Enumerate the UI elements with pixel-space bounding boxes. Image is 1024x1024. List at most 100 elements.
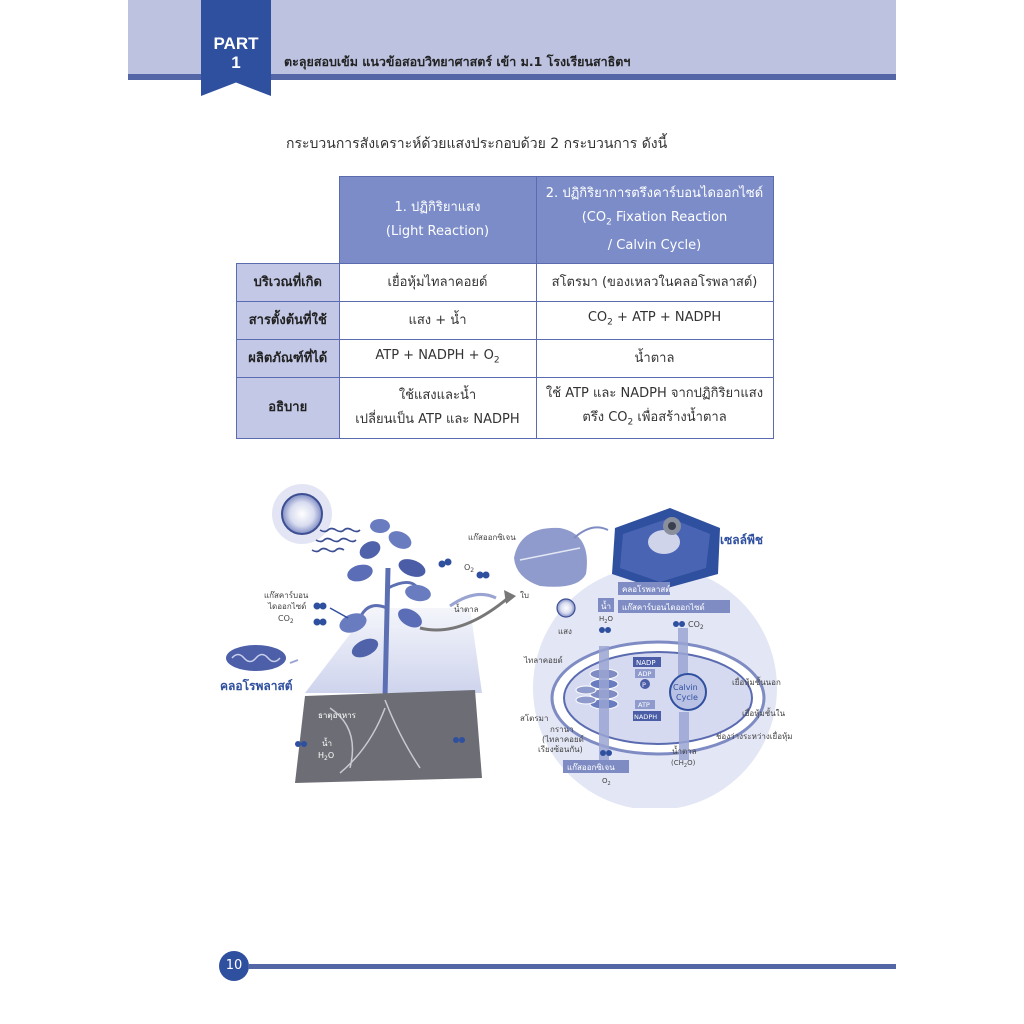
nadph-tag xyxy=(633,711,661,721)
cell-light-products: ATP + NADPH + O2 xyxy=(338,339,537,378)
part-label: PART xyxy=(213,34,259,53)
cell-co2-tag xyxy=(618,600,730,613)
plant-icon xyxy=(339,519,431,699)
calvin-label-line2: Cycle xyxy=(676,693,698,702)
column-header-calvin-cycle: 2. ปฏิกิริยาการตรึงคาร์บอนไดออกไซด์ (CO2… xyxy=(535,176,774,264)
water-top-label: น้ำ xyxy=(601,600,611,611)
nadp-label: NADP xyxy=(636,659,656,667)
stroma-label: สโตรมา xyxy=(520,713,548,723)
leaf-label: ใบ xyxy=(520,591,529,600)
part-number: 1 xyxy=(231,53,241,72)
soil-block xyxy=(295,690,482,783)
thylakoid-label: ไทลาคอยด์ xyxy=(523,655,563,665)
calvin-label-line1: Calvin xyxy=(673,683,698,692)
calvin-cycle-icon xyxy=(669,673,707,711)
photosynthesis-diagram: แก๊สออกซิเจน O2 แก๊สคาร์บอน ไดออกไซด์ CO… xyxy=(220,484,793,808)
granum-label-line2: (ไทลาคอยด์ xyxy=(542,734,584,744)
atp-label: ATP xyxy=(638,701,650,709)
photosynthesis-table: 1. ปฏิกิริยาแสง (Light Reaction) 2. ปฏิก… xyxy=(236,176,774,439)
leaf-to-cell-arrow xyxy=(449,592,497,608)
footer-rule xyxy=(248,964,896,969)
table-row: บริเวณที่เกิด เยื่อหุ้มไทลาคอยด์ สโตรมา … xyxy=(236,263,774,302)
cell-light-reactants: แสง + น้ำ xyxy=(338,301,537,340)
adp-tag xyxy=(635,669,655,678)
light-beam xyxy=(305,608,482,693)
small-sun-icon xyxy=(556,598,576,618)
sugar-out-label: น้ำตาล xyxy=(672,745,697,756)
oxygen-out-formula: O2 xyxy=(602,777,611,787)
oxygen-out-molecule-icon xyxy=(600,750,612,756)
nutrient-label: ธาตุอาหาร xyxy=(318,711,357,720)
cell-calvin-explanation: ใช้ ATP และ NADPH จากปฏิกิริยาแสง ตรึง C… xyxy=(535,377,774,439)
co2-formula: CO2 xyxy=(278,614,294,625)
table-row: ผลิตภัณฑ์ที่ได้ ATP + NADPH + O2 น้ำตาล xyxy=(236,339,774,378)
phosphate-icon xyxy=(640,679,650,689)
header-rule xyxy=(128,74,896,80)
plant-cell-label: เซลล์พืช xyxy=(720,533,763,547)
cell-chloroplast-tag xyxy=(618,582,670,595)
row-header-reactants: สารตั้งต้นที่ใช้ xyxy=(236,301,340,340)
nadp-tag xyxy=(633,657,661,667)
inner-membrane-label: เยื่อหุ้มชั้นใน xyxy=(742,707,786,718)
row-header-explanation: อธิบาย xyxy=(236,377,340,439)
oxygen-out-tag xyxy=(563,760,629,773)
table-row: อธิบาย ใช้แสงและน้ำ เปลี่ยนเป็น ATP และ … xyxy=(236,377,774,439)
oxygen-output-arrow xyxy=(599,720,609,760)
p-label: P xyxy=(642,681,646,689)
row-header-products: ผลิตภัณฑ์ที่ได้ xyxy=(236,339,340,378)
header-title: ตะลุยสอบเข้ม แนวข้อสอบวิทยาศาสตร์ เข้า ม… xyxy=(284,54,631,69)
cell-calvin-reactants: CO2 + ATP + NADPH xyxy=(535,301,774,340)
co2-label-line2: ไดออกไซด์ xyxy=(267,601,306,611)
plant-to-leaf-arrow xyxy=(419,596,509,632)
granum-label-line3: เรียงซ้อนกัน) xyxy=(538,745,583,754)
co2-input-arrow xyxy=(678,628,688,678)
co2-arrow xyxy=(329,607,349,619)
table-corner xyxy=(236,176,340,264)
chloroplast-icon xyxy=(226,645,286,671)
sugar-out-formula: (CH2O) xyxy=(671,759,696,769)
sun-icon xyxy=(272,484,332,544)
adp-label: ADP xyxy=(638,670,651,678)
water-input-arrow xyxy=(599,646,609,720)
cell-calvin-products: น้ำตาล xyxy=(535,339,774,378)
cell-co2-molecule-icon xyxy=(673,621,685,627)
water-label: น้ำ xyxy=(322,737,332,748)
outer-membrane-label: เยื่อหุ้มชั้นนอก xyxy=(732,676,781,687)
water-molecules-icon xyxy=(295,737,465,747)
granum-label-line1: กรานา xyxy=(550,725,574,734)
oxygen-out-label: แก๊สออกซิเจน xyxy=(567,762,615,772)
arrow-head-icon xyxy=(504,590,516,604)
oxygen-formula: O2 xyxy=(464,563,474,574)
water-formula: H2O xyxy=(318,751,334,762)
chloroplast-label: คลอโรพลาสต์ xyxy=(220,678,293,693)
row-header-location: บริเวณที่เกิด xyxy=(236,263,340,302)
part-tab: PART 1 xyxy=(201,0,271,96)
water-top-formula: H2O xyxy=(599,615,613,625)
nadph-label: NADPH xyxy=(634,713,657,721)
cell-light-explanation: ใช้แสงและน้ำ เปลี่ยนเป็น ATP และ NADPH xyxy=(338,377,537,439)
leaf-to-cell-arrow2 xyxy=(573,526,609,539)
light-label: แสง xyxy=(558,627,572,636)
chloroplast-arrow xyxy=(289,659,299,664)
co2-label-line1: แก๊สคาร์บอน xyxy=(264,590,309,600)
light-rays xyxy=(311,527,361,553)
co2-molecules-icon xyxy=(313,602,327,626)
cell-co2-label: แก๊สคาร์บอนไดออกไซด์ xyxy=(622,602,705,612)
atp-tag xyxy=(635,700,655,709)
table-row: สารตั้งต้นที่ใช้ แสง + น้ำ CO2 + ATP + N… xyxy=(236,301,774,340)
leaf-icon xyxy=(514,527,587,587)
cell-chloroplast-label: คลอโรพลาสต์ xyxy=(622,584,670,594)
sugar-output-arrow xyxy=(679,712,689,760)
water-top-molecule-icon xyxy=(599,627,611,633)
water-top-tag xyxy=(598,598,614,612)
sugar-label: น้ำตาล xyxy=(454,603,479,614)
intermembrane-label: ช่องว่างระหว่างเยื่อหุ้ม xyxy=(716,730,793,741)
cell-calvin-location: สโตรมา (ของเหลวในคลอโรพลาสต์) xyxy=(535,263,774,302)
cell-co2-formula: CO2 xyxy=(688,620,704,631)
oxygen-molecules-icon xyxy=(438,558,490,579)
oxygen-label: แก๊สออกซิเจน xyxy=(468,532,516,542)
plant-cell-icon xyxy=(612,508,720,590)
cell-light-location: เยื่อหุ้มไทลาคอยด์ xyxy=(338,263,537,302)
page-number: 10 xyxy=(219,951,249,981)
intro-text: กระบวนการสังเคราะห์ด้วยแสงประกอบด้วย 2 ก… xyxy=(286,136,668,152)
